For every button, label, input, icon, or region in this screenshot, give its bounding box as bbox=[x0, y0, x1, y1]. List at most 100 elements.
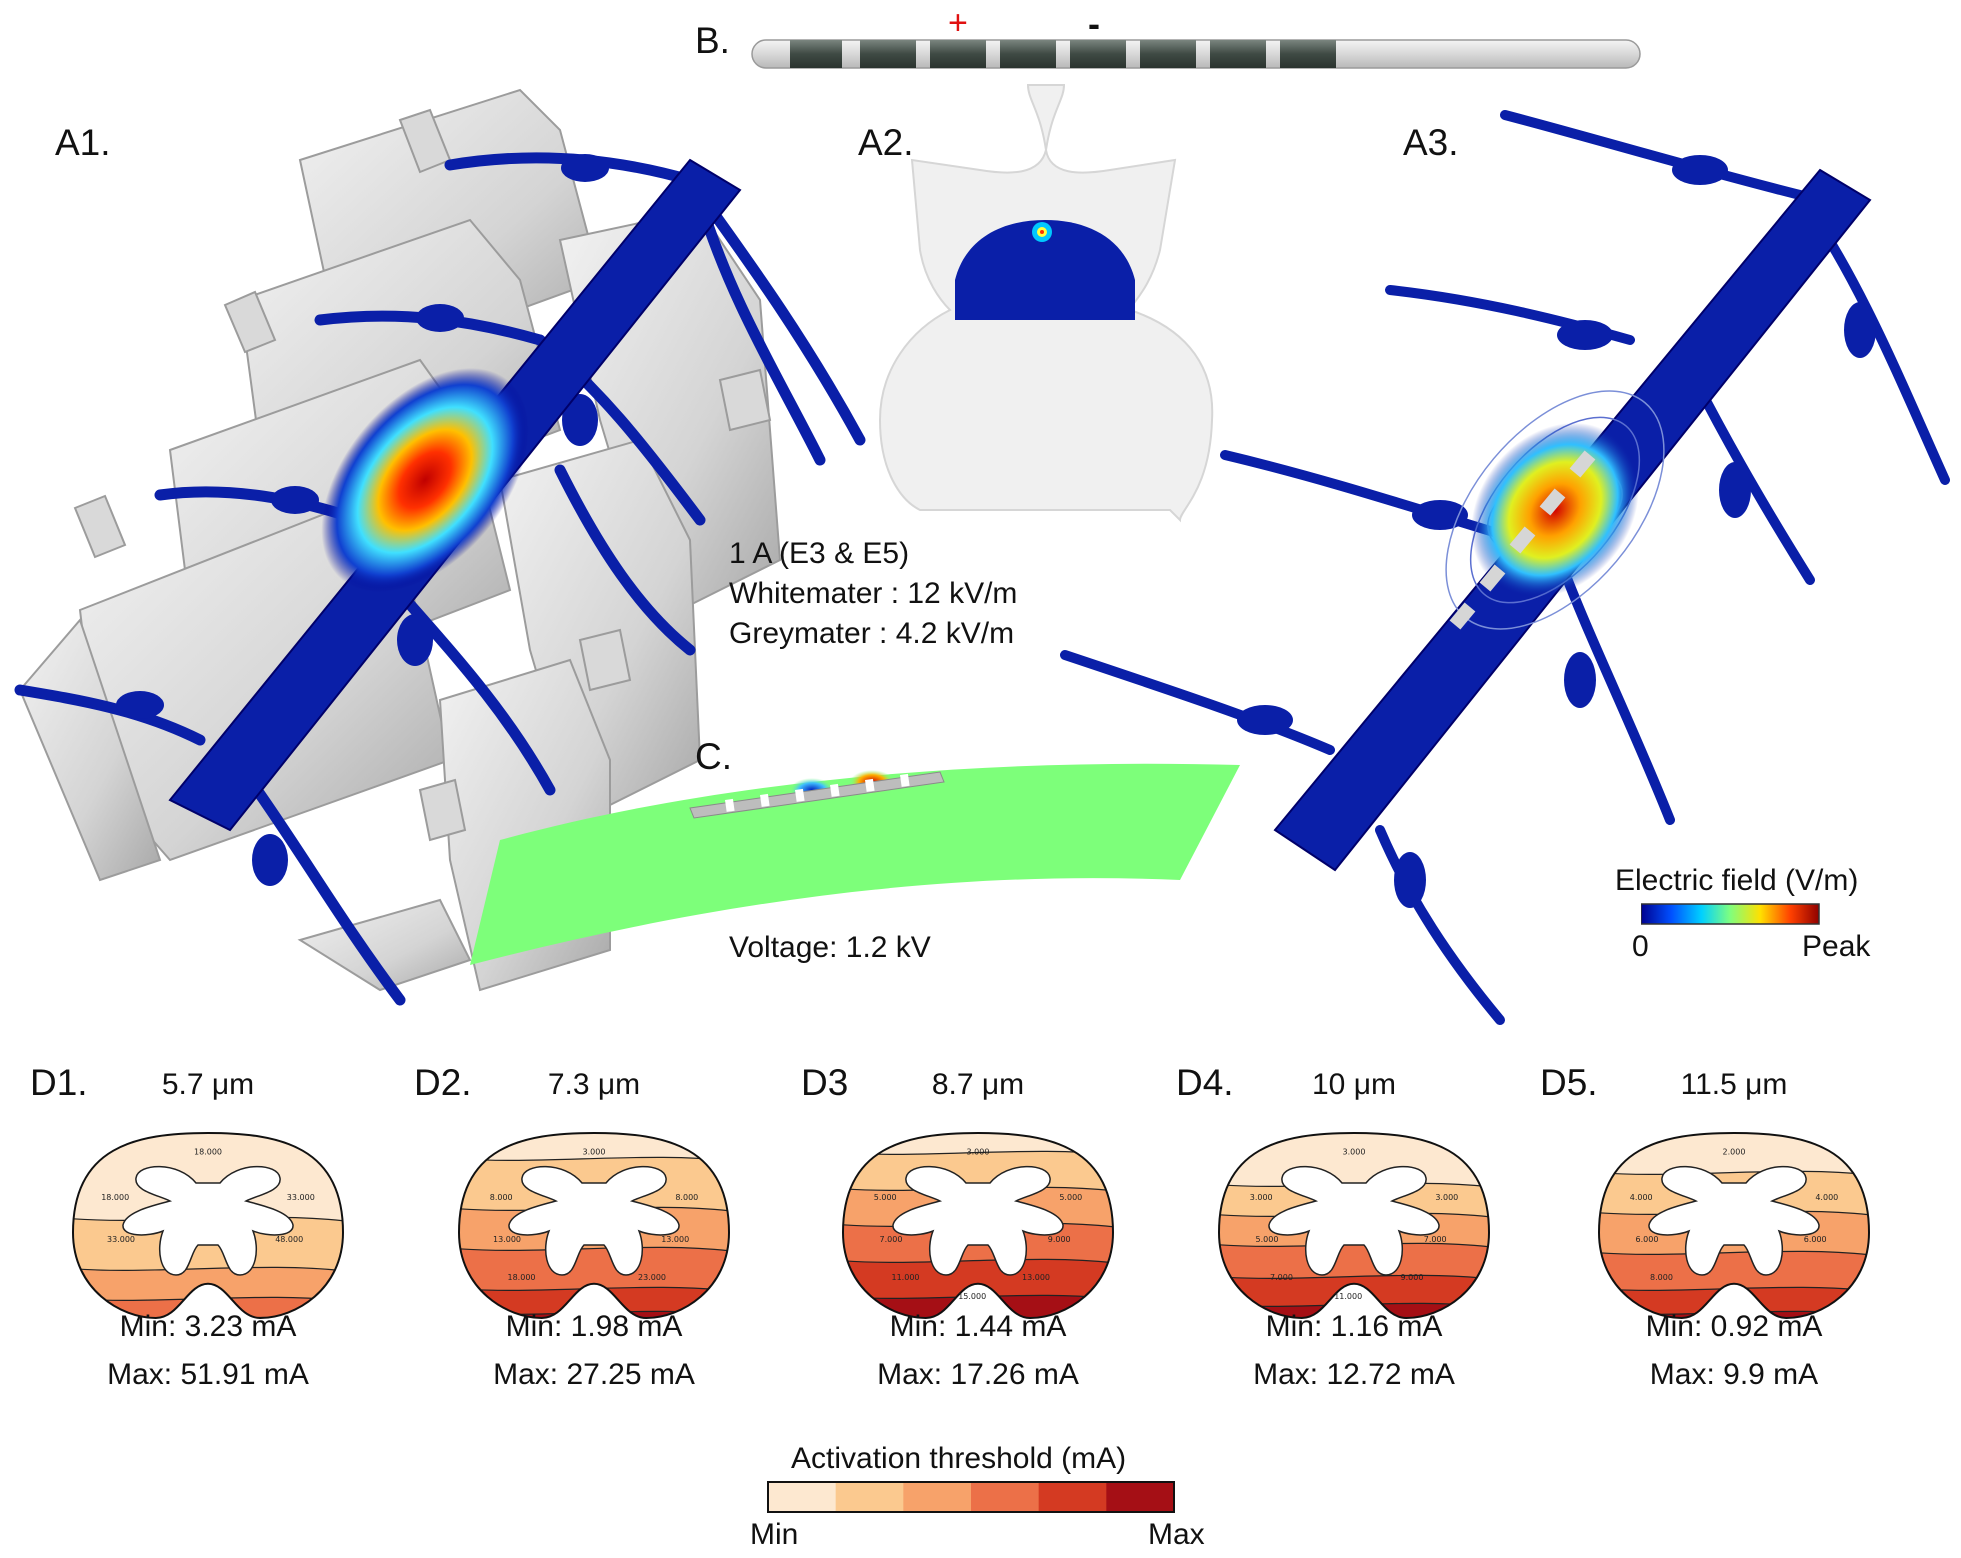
spinous-processes bbox=[73, 108, 772, 842]
contour-label: 6.000 bbox=[1636, 1235, 1659, 1244]
threshold-max-label: Max: 51.91 mA bbox=[107, 1358, 309, 1391]
fiber-diameter-label: 11.5 μm bbox=[1680, 1068, 1788, 1101]
threshold-min-label: Min: 0.92 mA bbox=[1645, 1310, 1823, 1343]
threshold-max-label: Max: 27.25 mA bbox=[493, 1358, 695, 1391]
contour-line bbox=[843, 1258, 1113, 1265]
threshold-colorbar-segment bbox=[1038, 1482, 1107, 1512]
efield-colorbar bbox=[1641, 903, 1820, 925]
contour-label: 11.000 bbox=[892, 1273, 920, 1282]
contour-label: 18.000 bbox=[194, 1148, 222, 1157]
contour-label: 23.000 bbox=[638, 1273, 666, 1282]
spinal-cord-outline bbox=[457, 1131, 731, 1320]
panel-label-a1: A1. bbox=[55, 122, 111, 163]
contour-label: 11.000 bbox=[1334, 1292, 1362, 1301]
contour-line bbox=[1219, 1302, 1489, 1309]
threshold-map: 18.000 18.000 33.000 33.000 48.000 bbox=[71, 1131, 345, 1320]
contour-line bbox=[1599, 1170, 1869, 1177]
threshold-colorbar-max: Max bbox=[1148, 1518, 1205, 1551]
panel-label-c: C. bbox=[695, 736, 732, 777]
grey-matter-butterfly bbox=[892, 1165, 1064, 1276]
grey-matter-butterfly bbox=[1648, 1165, 1820, 1276]
cathode-minus-sign: - bbox=[1088, 3, 1100, 44]
contour-label: 33.000 bbox=[107, 1235, 135, 1244]
panel-label-b: B. bbox=[695, 20, 730, 61]
threshold-band bbox=[843, 1259, 1113, 1300]
contour-label: 6.000 bbox=[1804, 1235, 1827, 1244]
threshold-max-label: Max: 12.72 mA bbox=[1253, 1358, 1455, 1391]
efield-colorbar-max: Peak bbox=[1802, 930, 1871, 963]
efield-colorbar-min: 0 bbox=[1632, 930, 1649, 963]
spinal-cord-outline bbox=[1217, 1131, 1491, 1320]
fiber-diameter-label: 5.7 μm bbox=[161, 1068, 255, 1101]
contour-line bbox=[1599, 1250, 1869, 1257]
contour-label: 2.000 bbox=[1723, 1148, 1746, 1157]
contour-label: 5.000 bbox=[1059, 1193, 1082, 1202]
contour-label: 33.000 bbox=[287, 1193, 315, 1202]
threshold-colorbar-segment bbox=[835, 1482, 904, 1512]
greymatter-field-label: Greymater : 4.2 kV/m bbox=[729, 617, 1015, 650]
threshold-min-label: Min: 1.98 mA bbox=[505, 1310, 683, 1343]
stim-current-label: 1 A (E3 & E5) bbox=[729, 537, 910, 570]
threshold-min-label: Min: 1.16 mA bbox=[1265, 1310, 1443, 1343]
panel-label-d4: D4. bbox=[1176, 1062, 1234, 1103]
contour-label: 13.000 bbox=[661, 1235, 689, 1244]
threshold-colorbar-segment bbox=[971, 1482, 1040, 1512]
contour-label: 3.000 bbox=[1435, 1193, 1458, 1202]
lead-on-sheet bbox=[689, 771, 945, 819]
field-lines-a3 bbox=[1445, 390, 1665, 630]
contour-label: 7.000 bbox=[880, 1235, 903, 1244]
panel-label-d1: D1. bbox=[30, 1062, 88, 1103]
spinal-cord-outline bbox=[71, 1131, 345, 1320]
contour-label: 3.000 bbox=[1250, 1193, 1273, 1202]
panel-label-d3: D3 bbox=[801, 1062, 849, 1103]
threshold-colorbar-segment bbox=[903, 1482, 972, 1512]
panel-label-a3: A3. bbox=[1403, 122, 1459, 163]
contour-line bbox=[1219, 1274, 1489, 1281]
anode-plus-sign: + bbox=[948, 4, 968, 42]
contour-label: 13.000 bbox=[1022, 1273, 1050, 1282]
contour-label: 18.000 bbox=[101, 1193, 129, 1202]
contour-label: 5.000 bbox=[1256, 1235, 1279, 1244]
spinal-cord-a3 bbox=[1273, 168, 1872, 872]
fiber-diameter-label: 7.3 μm bbox=[547, 1068, 641, 1101]
contour-label: 15.000 bbox=[958, 1292, 986, 1301]
contour-label: 48.000 bbox=[275, 1235, 303, 1244]
lead-contacts-a3 bbox=[1449, 450, 1596, 630]
contour-label: 3.000 bbox=[583, 1148, 606, 1157]
grey-matter-butterfly bbox=[508, 1165, 680, 1276]
spinal-cord-section-a2 bbox=[955, 220, 1135, 320]
dorsal-root-ganglia-a1 bbox=[116, 154, 609, 886]
contour-label: 5.000 bbox=[874, 1193, 897, 1202]
contour-label: 7.000 bbox=[1424, 1235, 1447, 1244]
threshold-colorbar-min: Min bbox=[750, 1518, 799, 1551]
contour-label: 9.000 bbox=[1401, 1273, 1424, 1282]
contour-label: 4.000 bbox=[1630, 1193, 1653, 1202]
whitematter-field-label: Whitemater : 12 kV/m bbox=[729, 577, 1018, 610]
threshold-max-label: Max: 9.9 mA bbox=[1649, 1358, 1819, 1391]
spinal-cord-outline bbox=[1597, 1131, 1871, 1320]
efield-colorbar-title: Electric field (V/m) bbox=[1615, 864, 1859, 897]
contour-line bbox=[73, 1266, 343, 1273]
vertebrae bbox=[18, 88, 782, 992]
panel-label-d2: D2. bbox=[414, 1062, 472, 1103]
threshold-band bbox=[73, 1133, 343, 1222]
panel-label-a2: A2. bbox=[858, 122, 914, 163]
contour-label: 9.000 bbox=[1048, 1235, 1071, 1244]
threshold-colorbar-segment bbox=[768, 1482, 837, 1512]
fiber-diameter-label: 8.7 μm bbox=[931, 1068, 1025, 1101]
fiber-diameter-label: 10 μm bbox=[1312, 1068, 1396, 1101]
field-hotspot-a3 bbox=[1471, 422, 1639, 598]
threshold-band bbox=[459, 1247, 729, 1292]
contour-label: 18.000 bbox=[508, 1273, 536, 1282]
grey-matter-butterfly bbox=[122, 1165, 294, 1276]
threshold-colorbar-segment bbox=[1106, 1482, 1175, 1512]
threshold-max-label: Max: 17.26 mA bbox=[877, 1358, 1079, 1391]
contour-label: 4.000 bbox=[1815, 1193, 1838, 1202]
threshold-band bbox=[1219, 1243, 1489, 1280]
threshold-band bbox=[1219, 1133, 1489, 1188]
threshold-band bbox=[1599, 1251, 1869, 1292]
